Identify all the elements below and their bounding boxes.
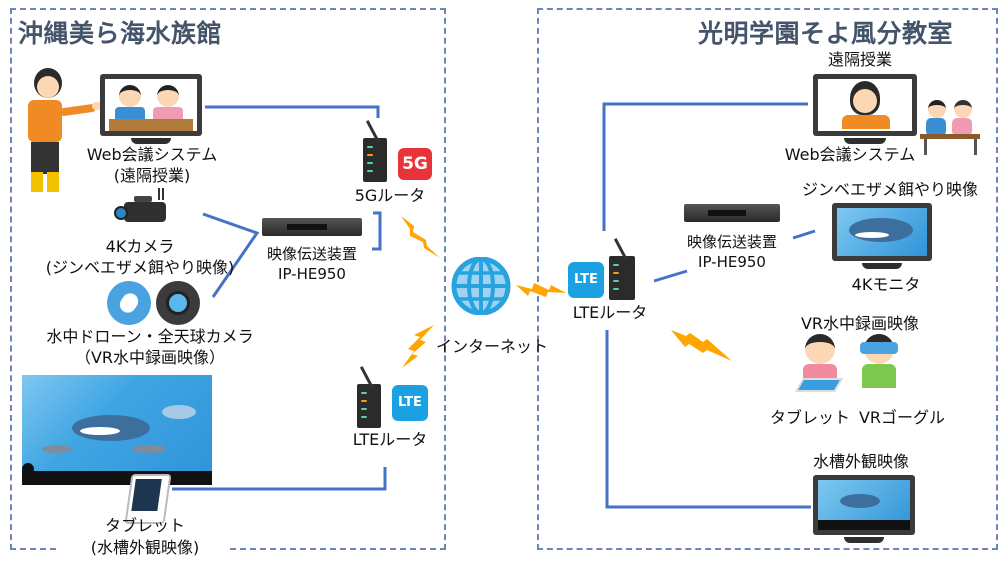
aquarium-tank-illustration	[22, 375, 212, 485]
monitor-4k-label: 4Kモニタ	[851, 275, 921, 294]
aquarium-title: 沖縄美ら海水族館	[18, 19, 223, 48]
router-lte-right-label: LTEルータ	[572, 303, 648, 322]
child-tablet-illustration	[794, 334, 845, 392]
wireless-internet-lte-icon	[516, 283, 566, 297]
drone-label: 水中ドローン・全天球カメラ	[46, 327, 254, 346]
wireless-lte-left-icon	[402, 325, 434, 368]
link-encoder-monitor	[792, 229, 816, 240]
badge-lte-left: LTE	[392, 385, 428, 421]
encoder-label: 映像伝送装置	[266, 245, 357, 263]
camera-4k-icon	[114, 188, 172, 228]
router-5g-icon	[363, 120, 387, 182]
monitor-4k-top-label: ジンベエザメ餌やり映像	[801, 180, 978, 199]
remote-class-monitor-icon	[813, 74, 917, 144]
encoder-right-model: IP-HE950	[698, 253, 766, 271]
vr-tablet-label: タブレット	[770, 408, 851, 427]
vr-top-label: VR水中録画映像	[800, 314, 920, 333]
link-encoder-5g	[372, 211, 382, 251]
video-encoder-icon	[262, 218, 362, 236]
link-lte-tankview	[605, 330, 811, 509]
tank-view-top-label: 水槽外観映像	[812, 452, 909, 471]
vr-goggle-label: VRゴーグル	[858, 408, 946, 427]
camera-4k-label: 4Kカメラ	[105, 237, 175, 256]
globe-icon	[451, 257, 511, 315]
webconf-sublabel: (遠隔授業)	[113, 166, 191, 185]
link-camera-encoder	[202, 212, 260, 298]
monitor-4k-icon	[832, 203, 932, 269]
omnidirectional-camera-icon	[156, 281, 200, 325]
underwater-drone-icon	[107, 281, 151, 325]
students-illustration	[920, 98, 982, 156]
router-lte-left-icon	[357, 366, 381, 428]
school-region	[537, 8, 998, 550]
link-tablet-lte	[172, 467, 387, 491]
tank-view-monitor-icon	[813, 475, 915, 543]
child-vr-goggle-illustration	[852, 332, 910, 390]
tablet-sublabel: (水槽外観映像)	[90, 538, 200, 557]
remote-class-bottom-label: Web会議システム	[784, 145, 916, 164]
badge-lte-right: LTE	[568, 262, 604, 298]
drone-sublabel: （VR水中録画映像）	[74, 348, 226, 367]
staff-person-illustration	[22, 68, 102, 196]
camera-4k-sublabel: (ジンベエザメ餌やり映像)	[45, 258, 235, 277]
link-lte-webconf	[602, 102, 808, 231]
wireless-5g-icon	[401, 216, 440, 258]
encoder-right-label: 映像伝送装置	[686, 233, 777, 251]
school-title: 光明学園そよ風分教室	[698, 19, 954, 48]
badge-5g: 5G	[398, 148, 432, 180]
internet-label: インターネット	[436, 337, 549, 356]
wireless-classroom-icon	[671, 330, 732, 361]
router-lte-right-icon	[609, 238, 635, 300]
video-encoder-right-icon	[684, 204, 780, 222]
webconf-label: Web会議システム	[86, 145, 218, 164]
webconf-monitor-icon	[100, 74, 202, 144]
router-lte-left-label: LTEルータ	[352, 430, 428, 449]
link-lte-encoder	[653, 269, 688, 283]
remote-class-top-label: 遠隔授業	[827, 50, 892, 69]
router-5g-label: 5Gルータ	[354, 186, 426, 205]
encoder-model: IP-HE950	[278, 265, 346, 283]
link-webconf-5g	[205, 105, 380, 118]
tablet-label: タブレット	[104, 516, 185, 535]
